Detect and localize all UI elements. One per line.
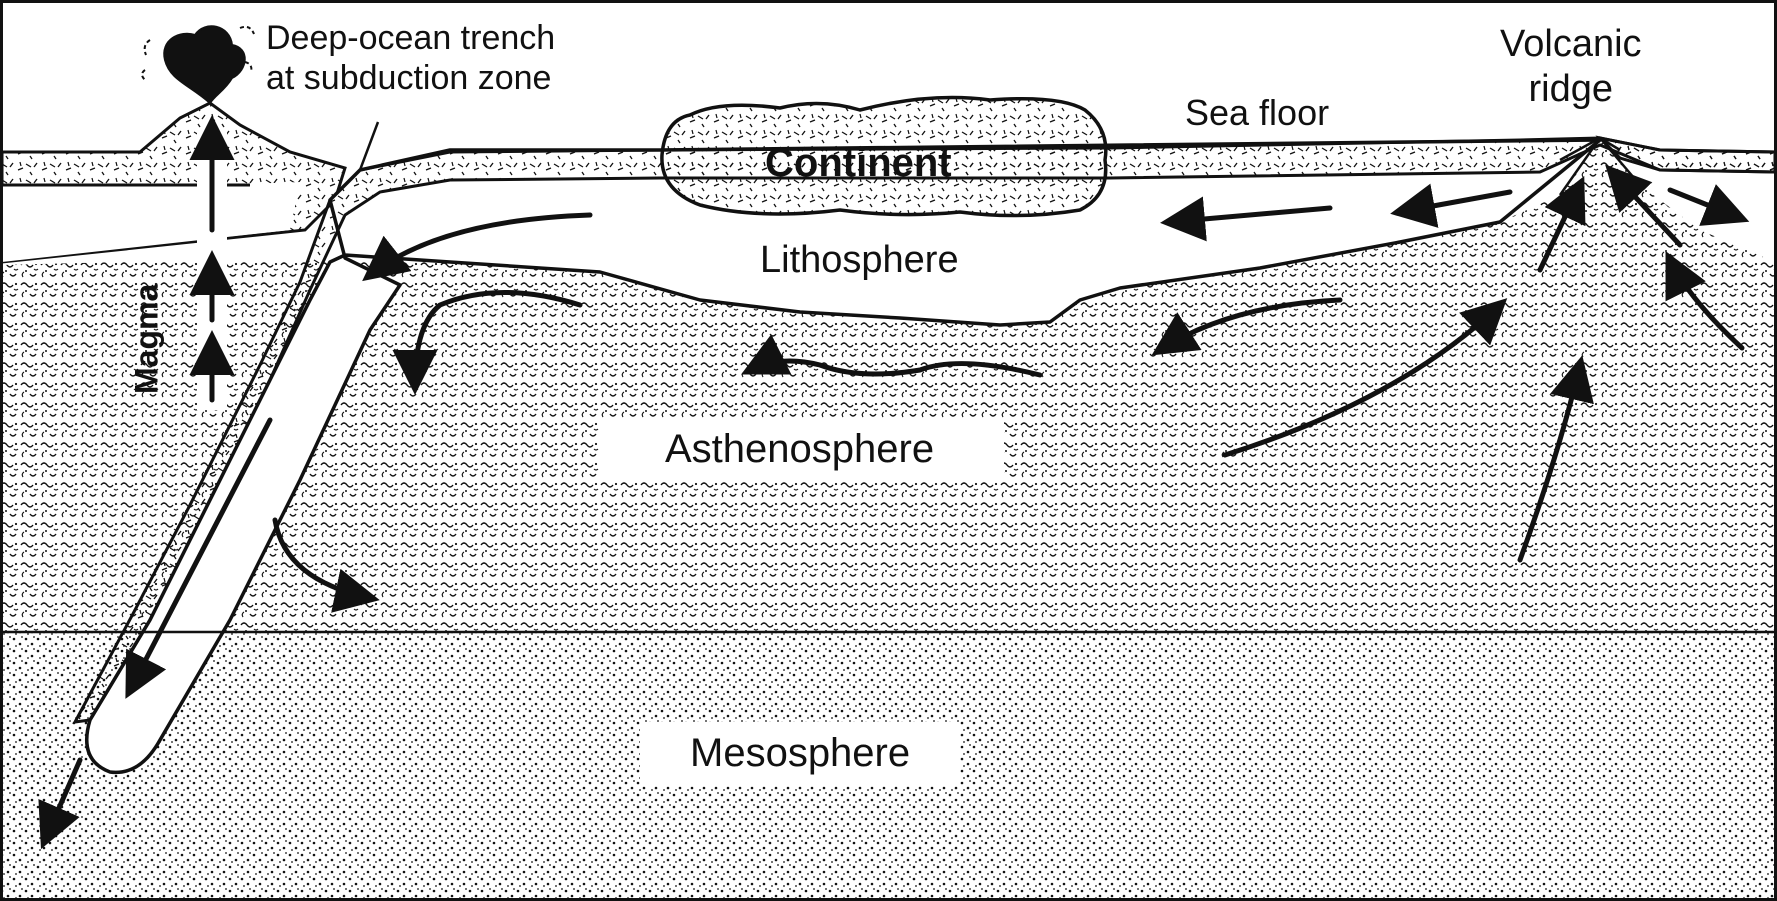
ridge-arrow-right xyxy=(1670,190,1740,218)
continent-label: Continent xyxy=(765,140,952,187)
left-lithosphere-band xyxy=(2,182,300,262)
volcanic-ridge-label: Volcanic ridge xyxy=(1500,22,1642,112)
mesosphere-label: Mesosphere xyxy=(640,722,960,785)
trench-label: Deep-ocean trench at subduction zone xyxy=(266,18,555,98)
asthenosphere-label: Asthenosphere xyxy=(600,418,1004,481)
eruption-plume-icon xyxy=(164,26,245,103)
trench-pointer-line xyxy=(360,122,378,170)
magma-label: Magma xyxy=(128,284,166,394)
lithosphere-label: Lithosphere xyxy=(760,238,959,283)
sea-floor-label: Sea floor xyxy=(1185,92,1329,134)
right-crust-band xyxy=(1600,138,1775,172)
